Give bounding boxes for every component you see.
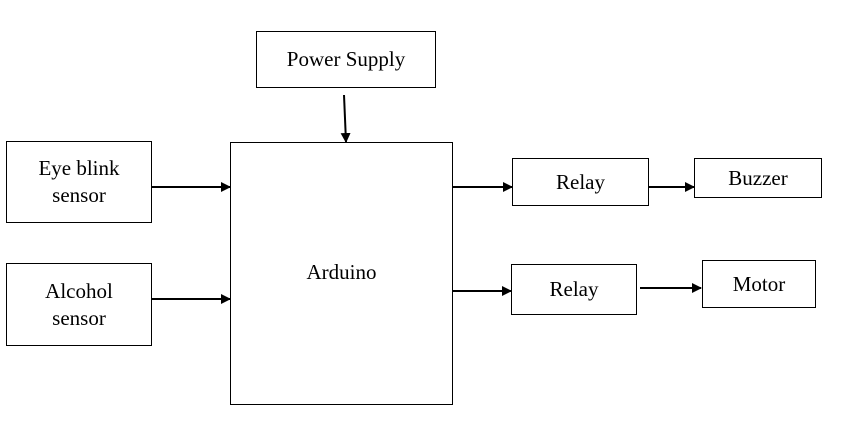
alcohol-sensor-label-line-1: Alcohol: [45, 278, 113, 303]
relay-block-1: Relay: [512, 158, 649, 206]
alcohol-sensor-label-line-2: sensor: [52, 305, 106, 330]
relay-2-label: Relay: [549, 277, 599, 301]
alcohol-sensor-label: Alcohol sensor: [45, 278, 113, 332]
arduino-label: Arduino: [306, 260, 377, 284]
motor-block: Motor: [702, 260, 816, 308]
power-supply-block: Power Supply: [256, 31, 436, 88]
power-supply-label: Power Supply: [286, 47, 406, 71]
eye-blink-sensor-label: Eye blink sensor: [38, 155, 119, 209]
relay-1-label: Relay: [556, 169, 605, 194]
buzzer-label: Buzzer: [728, 165, 788, 190]
eye-blink-sensor-label-line-2: sensor: [52, 183, 106, 207]
alcohol-sensor-block: Alcohol sensor: [6, 263, 152, 346]
arrow-power-supply-to-arduino: [340, 94, 351, 143]
arduino-block: Arduino: [230, 142, 453, 405]
buzzer-block: Buzzer: [694, 158, 822, 198]
relay-block-2: Relay: [511, 264, 637, 315]
eye-blink-sensor-label-line-1: Eye blink: [38, 156, 120, 180]
motor-label: Motor: [732, 271, 786, 296]
eye-blink-sensor-block: Eye blink sensor: [6, 141, 152, 223]
